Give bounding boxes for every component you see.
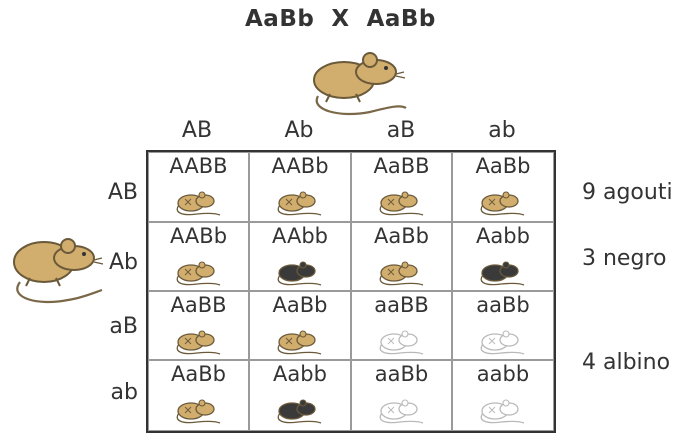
- agouti-mouse-icon: [480, 191, 525, 216]
- punnett-cell: AABB: [148, 152, 249, 222]
- agouti-mouse-icon: [277, 330, 322, 355]
- column-header-Ab: Ab: [284, 118, 314, 143]
- black-mouse-icon: [277, 261, 322, 286]
- punnett-cell: AABb: [249, 152, 351, 222]
- genotype-label: Aabb: [273, 362, 327, 386]
- albino-mouse-icon: [480, 330, 525, 355]
- punnett-cell: aaBB: [351, 291, 452, 360]
- punnett-cell: AaBb: [452, 152, 554, 222]
- phenotype-ratio-agouti: 9 agouti: [582, 180, 673, 205]
- cross-title: AaBb X AaBb: [245, 6, 436, 32]
- phenotype-ratio-black: 3 negro: [582, 246, 667, 271]
- agouti-mouse-icon: [176, 191, 221, 216]
- genotype-label: aabb: [476, 362, 530, 386]
- punnett-cell: AaBb: [148, 360, 249, 431]
- punnett-cell: AaBb: [351, 222, 452, 291]
- column-header-aB: aB: [386, 118, 416, 143]
- genotype-label: aaBb: [374, 362, 429, 386]
- punnett-cell: AABb: [148, 222, 249, 291]
- punnett-cell: aaBb: [452, 291, 554, 360]
- black-mouse-icon: [277, 399, 322, 424]
- punnett-cell: AaBB: [148, 291, 249, 360]
- punnett-cell: AaBb: [249, 291, 351, 360]
- punnett-cell: aaBb: [351, 360, 452, 431]
- agouti-mouse-icon: [176, 330, 221, 355]
- agouti-mouse-icon: [379, 191, 424, 216]
- punnett-cell: Aabb: [452, 222, 554, 291]
- genotype-label: Aabb: [476, 224, 530, 248]
- punnett-cell: aabb: [452, 360, 554, 431]
- genotype-label: AABb: [271, 154, 329, 178]
- punnett-cell: AaBB: [351, 152, 452, 222]
- genotype-label: aaBB: [374, 293, 429, 317]
- agouti-mouse-icon: [176, 399, 221, 424]
- genotype-label: AAbb: [272, 224, 328, 248]
- genotype-label: AaBb: [272, 293, 328, 317]
- punnett-cell: Aabb: [249, 360, 351, 431]
- genotype-label: AABB: [169, 154, 228, 178]
- row-header-ab: ab: [110, 380, 138, 405]
- albino-mouse-icon: [379, 330, 424, 355]
- row-header-aB: aB: [109, 314, 138, 339]
- albino-mouse-icon: [379, 399, 424, 424]
- black-mouse-icon: [480, 261, 525, 286]
- top-parent-mouse-icon: [313, 52, 407, 116]
- column-header-ab: ab: [488, 118, 516, 143]
- agouti-mouse-icon: [176, 261, 221, 286]
- albino-mouse-icon: [480, 399, 525, 424]
- side-parent-mouse-icon: [13, 238, 104, 304]
- punnett-cell: AAbb: [249, 222, 351, 291]
- row-header-Ab: Ab: [108, 250, 138, 275]
- phenotype-ratio-albino: 4 albino: [582, 350, 671, 375]
- genotype-label: AaBB: [170, 293, 227, 317]
- genotype-label: AaBb: [475, 154, 531, 178]
- agouti-mouse-icon: [379, 261, 424, 286]
- genotype-label: AaBb: [171, 362, 226, 386]
- genotype-label: AaBB: [373, 154, 430, 178]
- genotype-label: AaBb: [374, 224, 429, 248]
- row-header-AB: AB: [107, 180, 138, 205]
- genotype-label: aaBb: [476, 293, 530, 317]
- genotype-label: AABb: [169, 224, 228, 248]
- agouti-mouse-icon: [277, 191, 322, 216]
- column-header-AB: AB: [181, 118, 213, 143]
